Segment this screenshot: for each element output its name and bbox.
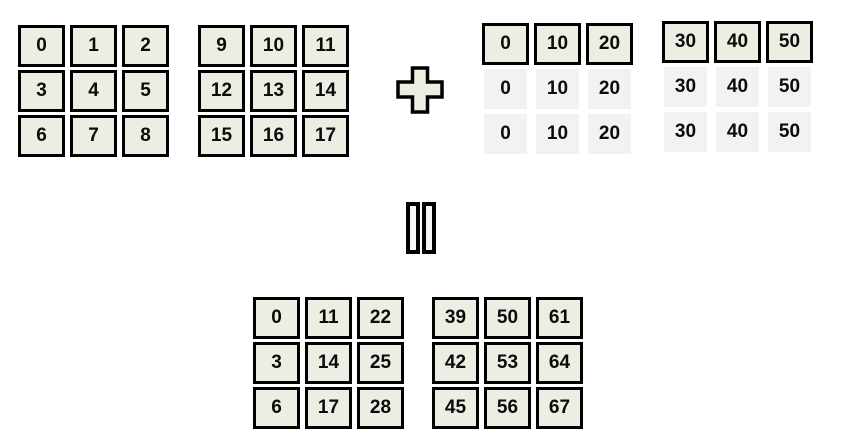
matrix-cell: 6 xyxy=(253,387,300,429)
matrix-cell: 0 xyxy=(18,25,65,67)
matrix-cell: 0 xyxy=(482,23,529,65)
matrix-cell: 40 xyxy=(714,21,761,63)
matrix-cell: 6 xyxy=(18,115,65,157)
matrix-cell: 0 xyxy=(253,297,300,339)
matrix-cell: 50 xyxy=(766,21,813,63)
matrix-cell: 17 xyxy=(302,115,349,157)
matrix-cell: 8 xyxy=(122,115,169,157)
matrix-cell: 50 xyxy=(484,297,531,339)
matrix-cell: 25 xyxy=(357,342,404,384)
matrix-cell: 3 xyxy=(253,342,300,384)
matrix-cell: 40 xyxy=(716,67,759,107)
matrix-cell: 3 xyxy=(18,70,65,112)
matrix-cell: 4 xyxy=(70,70,117,112)
matrix-cell: 20 xyxy=(586,23,633,65)
matrix-cell: 16 xyxy=(250,115,297,157)
matrix-cell: 11 xyxy=(305,297,352,339)
matrix-cell: 0 xyxy=(484,69,527,109)
equals-bar-right xyxy=(422,202,436,254)
matrix-cell: 20 xyxy=(588,69,631,109)
matrix-cell: 10 xyxy=(250,25,297,67)
matrix-cell: 14 xyxy=(302,70,349,112)
matrix-cell: 1 xyxy=(70,25,117,67)
matrix-cell: 11 xyxy=(302,25,349,67)
matrix-cell: 14 xyxy=(305,342,352,384)
matrix-cell: 7 xyxy=(70,115,117,157)
matrix-cell: 50 xyxy=(768,112,811,152)
matrix-cell: 61 xyxy=(536,297,583,339)
matrix-cell: 5 xyxy=(122,70,169,112)
matrix-cell: 42 xyxy=(432,342,479,384)
matrix-cell: 22 xyxy=(357,297,404,339)
matrix-cell: 50 xyxy=(768,67,811,107)
matrix-cell: 12 xyxy=(198,70,245,112)
matrix-cell: 28 xyxy=(357,387,404,429)
matrix-cell: 30 xyxy=(662,21,709,63)
matrix-cell: 30 xyxy=(664,112,707,152)
matrix-cell: 0 xyxy=(484,114,527,154)
matrix-cell: 9 xyxy=(198,25,245,67)
matrix-cell: 20 xyxy=(588,114,631,154)
matrix-cell: 39 xyxy=(432,297,479,339)
matrix-cell: 15 xyxy=(198,115,245,157)
matrix-cell: 53 xyxy=(484,342,531,384)
matrix-cell: 30 xyxy=(664,67,707,107)
matrix-cell: 17 xyxy=(305,387,352,429)
matrix-cell: 10 xyxy=(534,23,581,65)
matrix-cell: 45 xyxy=(432,387,479,429)
matrix-cell: 67 xyxy=(536,387,583,429)
matrix-cell: 10 xyxy=(536,114,579,154)
plus-icon xyxy=(396,66,444,114)
matrix-cell: 2 xyxy=(122,25,169,67)
matrix-cell: 40 xyxy=(716,112,759,152)
matrix-cell: 13 xyxy=(250,70,297,112)
matrix-cell: 10 xyxy=(536,69,579,109)
equals-bar-left xyxy=(406,202,420,254)
equals-icon xyxy=(406,202,438,254)
matrix-cell: 56 xyxy=(484,387,531,429)
matrix-cell: 64 xyxy=(536,342,583,384)
